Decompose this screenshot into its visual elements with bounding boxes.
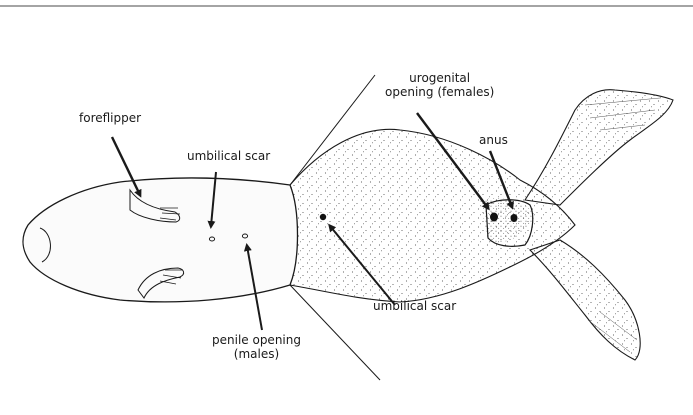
label-urogenital-opening: urogenital opening (females) bbox=[385, 71, 494, 99]
label-urogenital-line2: opening (females) bbox=[385, 85, 494, 99]
label-foreflipper: foreflipper bbox=[79, 111, 141, 125]
umbilical-scar-female bbox=[320, 214, 326, 220]
label-penile-opening-line1: penile opening bbox=[212, 333, 301, 347]
label-urogenital-line1: urogenital bbox=[385, 71, 494, 85]
section-line-lower bbox=[290, 285, 380, 380]
label-penile-opening: penile opening (males) bbox=[212, 333, 301, 361]
label-umbilical-scar-female: umbilical scar bbox=[373, 299, 456, 313]
label-umbilical-scar-male: umbilical scar bbox=[187, 149, 270, 163]
label-penile-opening-line2: (males) bbox=[212, 347, 301, 361]
label-anus: anus bbox=[479, 133, 508, 147]
urogenital-opening-mark bbox=[490, 213, 498, 222]
anus-mark bbox=[511, 214, 518, 222]
